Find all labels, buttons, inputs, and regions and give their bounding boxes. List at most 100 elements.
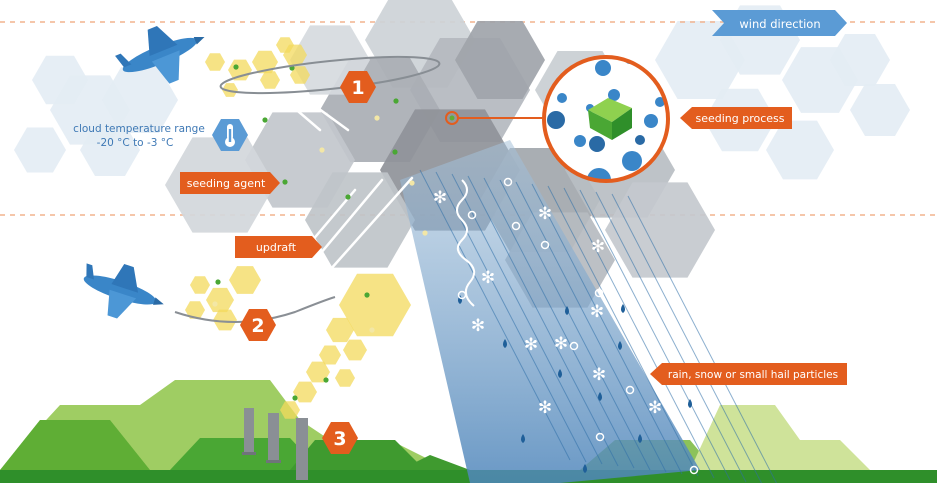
rain-streak (595, 191, 747, 483)
seeding-dot (392, 149, 398, 155)
cloud-hexagon (455, 21, 545, 99)
snowflakes: ✻✻✻✻✻✻✻✻✻✻✻ (433, 188, 662, 418)
ice-crystal (540, 240, 550, 250)
snowflake-icon: ✻ (648, 398, 662, 418)
cloud-hexagon (605, 182, 715, 278)
precipitation-tag: rain, snow or small hail particles (650, 363, 847, 385)
seeding-dot (233, 64, 239, 70)
seeding-dots (212, 64, 428, 401)
yellow-hexagon (252, 50, 278, 74)
seeding-dot (422, 230, 428, 236)
yellow-hexagon (343, 339, 367, 361)
seeding-agent-tag: seeding agent (180, 172, 280, 194)
sky-hexagon (32, 55, 88, 105)
cloud-temperature-line2: -20 °C to -3 °C (97, 137, 174, 149)
raindrop-icon (558, 369, 562, 378)
water-droplet (608, 89, 620, 101)
seeding-dot (292, 395, 298, 401)
water-droplet (635, 135, 645, 145)
airplane-icon (83, 263, 164, 319)
sky-hexagon (766, 120, 834, 180)
seeding-process-tag: seeding process (680, 107, 792, 129)
water-droplet (574, 135, 586, 147)
cloud-temperature-line1: cloud temperature range (73, 123, 205, 135)
raindrop-icon (618, 341, 622, 350)
airplane-icon (115, 26, 205, 84)
yellow-hexagon (190, 276, 210, 294)
seeding-dot (374, 115, 380, 121)
ice-crystal (689, 465, 699, 475)
smokestack-icon (242, 408, 308, 480)
rain-streak (419, 169, 571, 461)
seeding-dot (369, 327, 375, 333)
snowflake-icon: ✻ (592, 365, 606, 385)
step-number-3: 3 (333, 428, 346, 450)
updraft-tag: updraft (235, 236, 322, 258)
water-droplet (557, 93, 567, 103)
thermometer-icon (212, 119, 248, 151)
seeding-process-label: seeding process (695, 112, 784, 125)
raindrop-icon (621, 304, 625, 313)
sky-hexagon (830, 34, 890, 86)
step-number-2: 2 (251, 315, 264, 337)
ice-crystal (625, 385, 635, 395)
ice-crystal (569, 341, 579, 351)
sky-hexagon (14, 127, 66, 173)
rain-streak (467, 175, 619, 467)
seeding-dot (212, 301, 218, 307)
yellow-hexagon (205, 53, 225, 71)
seeding-crystal-icon (588, 98, 632, 140)
rain-streak (547, 185, 699, 477)
rain-streak (611, 193, 763, 485)
flight-path-1 (219, 55, 441, 95)
rain-streak (515, 181, 667, 473)
wind-direction-label: wind direction (739, 17, 820, 31)
yellow-hexagon (185, 301, 205, 319)
raindrop-icon (565, 306, 569, 315)
water-droplet (655, 97, 665, 107)
yellow-hexagon (319, 345, 341, 365)
sky-hexagon (850, 84, 910, 136)
seeding-agent-label: seeding agent (187, 177, 266, 190)
yellow-hexagon (260, 71, 280, 89)
raindrop-icon (638, 434, 642, 443)
yellow-hexagon (306, 361, 330, 383)
water-droplet (644, 114, 658, 128)
seeding-dot (282, 179, 288, 185)
ice-growth-line (456, 179, 476, 307)
yellow-hexagon (229, 266, 261, 294)
snowflake-icon: ✻ (471, 316, 485, 336)
sky-hexagon (80, 124, 140, 176)
rain-streak (579, 189, 731, 481)
water-droplet (547, 111, 565, 129)
snowflake-icon: ✻ (554, 334, 568, 354)
ice-crystal (467, 210, 477, 220)
sky-hexagon (102, 67, 178, 133)
background-sky-hexagons (14, 5, 910, 180)
ice-crystals (457, 177, 699, 475)
ice-crystal (511, 221, 521, 231)
rain-streak (483, 177, 635, 469)
yellow-hexagon (293, 381, 317, 403)
seeding-dot (215, 279, 221, 285)
flight-path-2 (174, 296, 336, 323)
ice-crystal (457, 290, 467, 300)
step-badge-1: 1 (340, 71, 376, 103)
snowflake-icon: ✻ (590, 302, 604, 322)
seeding-dot (345, 194, 351, 200)
step-badge-2: 2 (240, 309, 276, 341)
snowflake-icon: ✻ (538, 204, 552, 224)
raindrop-icon (583, 464, 587, 473)
cloud-hexagon (305, 172, 415, 268)
yellow-hexagon (326, 317, 354, 343)
updraft-label: updraft (256, 241, 297, 254)
seeding-dot (364, 292, 370, 298)
snowflake-icon: ✻ (433, 188, 447, 208)
ice-crystal (594, 288, 604, 298)
yellow-hexagon (339, 273, 411, 337)
step-badge-3: 3 (322, 422, 358, 454)
yellow-hexagon (222, 83, 238, 97)
rain-streak (627, 195, 779, 487)
seeding-dot (323, 377, 329, 383)
